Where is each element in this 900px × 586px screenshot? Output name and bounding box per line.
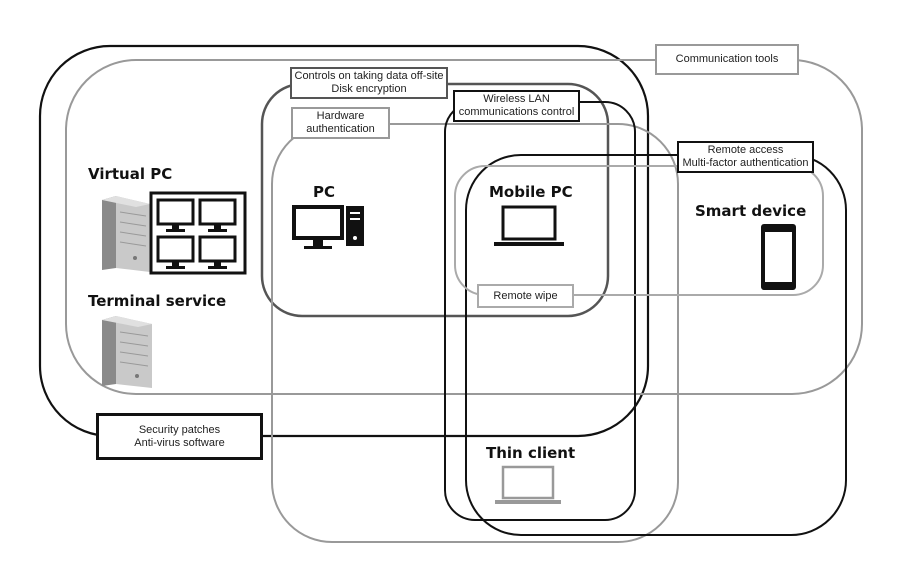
region-remote-wipe: [454, 165, 824, 296]
label-security-patches: Security patches Anti-virus software: [96, 413, 263, 460]
label-text: communications control: [458, 106, 575, 118]
label-offsite-controls: Controls on taking data off-site Disk en…: [290, 67, 448, 99]
region-remote-access: [465, 154, 847, 536]
monitor-icon: [156, 235, 195, 269]
label-text: Disk encryption: [331, 83, 407, 95]
region-hardware-authentication: [271, 123, 679, 543]
laptop-icon: [495, 465, 561, 504]
label-text: Remote access: [707, 144, 784, 156]
server-tower-icon: [102, 316, 152, 388]
label-text: Anti-virus software: [134, 436, 225, 449]
monitor-icon: [198, 198, 237, 232]
monitor-bank: [149, 191, 247, 275]
label-remote-wipe: Remote wipe: [477, 284, 574, 308]
title-pc: PC: [313, 183, 336, 201]
title-terminal-service: Terminal service: [88, 292, 227, 310]
label-text: Multi-factor authentication: [682, 157, 809, 169]
smartphone-icon: [761, 224, 796, 290]
label-communication-tools: Communication tools: [655, 44, 799, 75]
label-text: Wireless LAN: [483, 93, 550, 105]
region-communication-tools: [65, 59, 863, 395]
label-wireless-lan: Wireless LAN communications control: [453, 90, 580, 122]
label-text: Security patches: [138, 423, 221, 436]
monitor-icon: [198, 235, 237, 269]
label-text: Hardware: [316, 110, 365, 122]
server-tower-icon: [102, 196, 150, 272]
title-virtual-pc: Virtual PC: [88, 165, 173, 183]
label-text: Remote wipe: [493, 289, 558, 302]
title-smart-device: Smart device: [695, 202, 807, 220]
label-remote-access: Remote access Multi-factor authenticatio…: [677, 141, 814, 173]
region-security-patches: [38, 44, 650, 438]
label-text: authentication: [306, 123, 375, 135]
title-thin-client: Thin client: [486, 444, 576, 462]
desktop-pc-icon: [292, 205, 364, 249]
monitor-icon: [156, 198, 195, 232]
title-mobile-pc: Mobile PC: [489, 183, 573, 201]
label-hardware-authentication: Hardware authentication: [291, 107, 390, 139]
label-text: Communication tools: [675, 53, 779, 65]
label-text: Controls on taking data off-site: [294, 70, 444, 82]
laptop-icon: [494, 205, 564, 246]
